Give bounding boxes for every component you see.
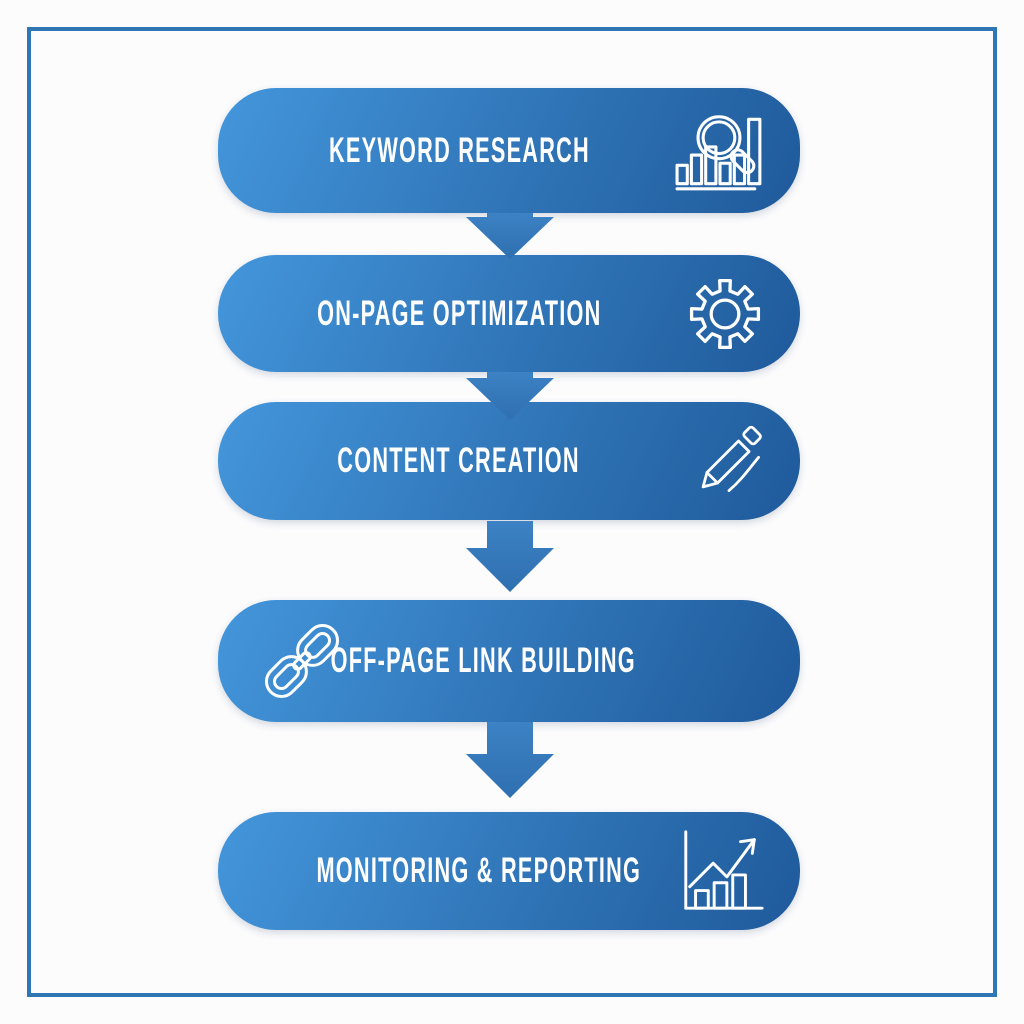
pencil-icon xyxy=(692,424,766,498)
frame-border xyxy=(27,27,997,997)
step-label: CONTENT CREATION xyxy=(337,441,581,480)
gear-icon xyxy=(684,273,766,355)
step-label: KEYWORD RESEARCH xyxy=(328,130,590,170)
magnifier-bar-chart-icon xyxy=(674,105,766,197)
step-monitoring-reporting: MONITORING & REPORTING xyxy=(218,812,800,930)
step-content-creation: CONTENT CREATION xyxy=(218,402,800,520)
step-keyword-research: KEYWORD RESEARCH xyxy=(218,88,800,213)
step-off-page-link-building: OFF-PAGE LINK BUILDING xyxy=(218,600,800,722)
step-label: OFF-PAGE LINK BUILDING xyxy=(330,641,636,680)
step-on-page-optimization: ON-PAGE OPTIMIZATION xyxy=(218,255,800,372)
chain-link-icon xyxy=(254,613,350,709)
step-label: ON-PAGE OPTIMIZATION xyxy=(316,293,602,333)
step-label: MONITORING & REPORTING xyxy=(316,851,642,890)
bar-chart-trend-arrow-icon xyxy=(676,826,766,916)
